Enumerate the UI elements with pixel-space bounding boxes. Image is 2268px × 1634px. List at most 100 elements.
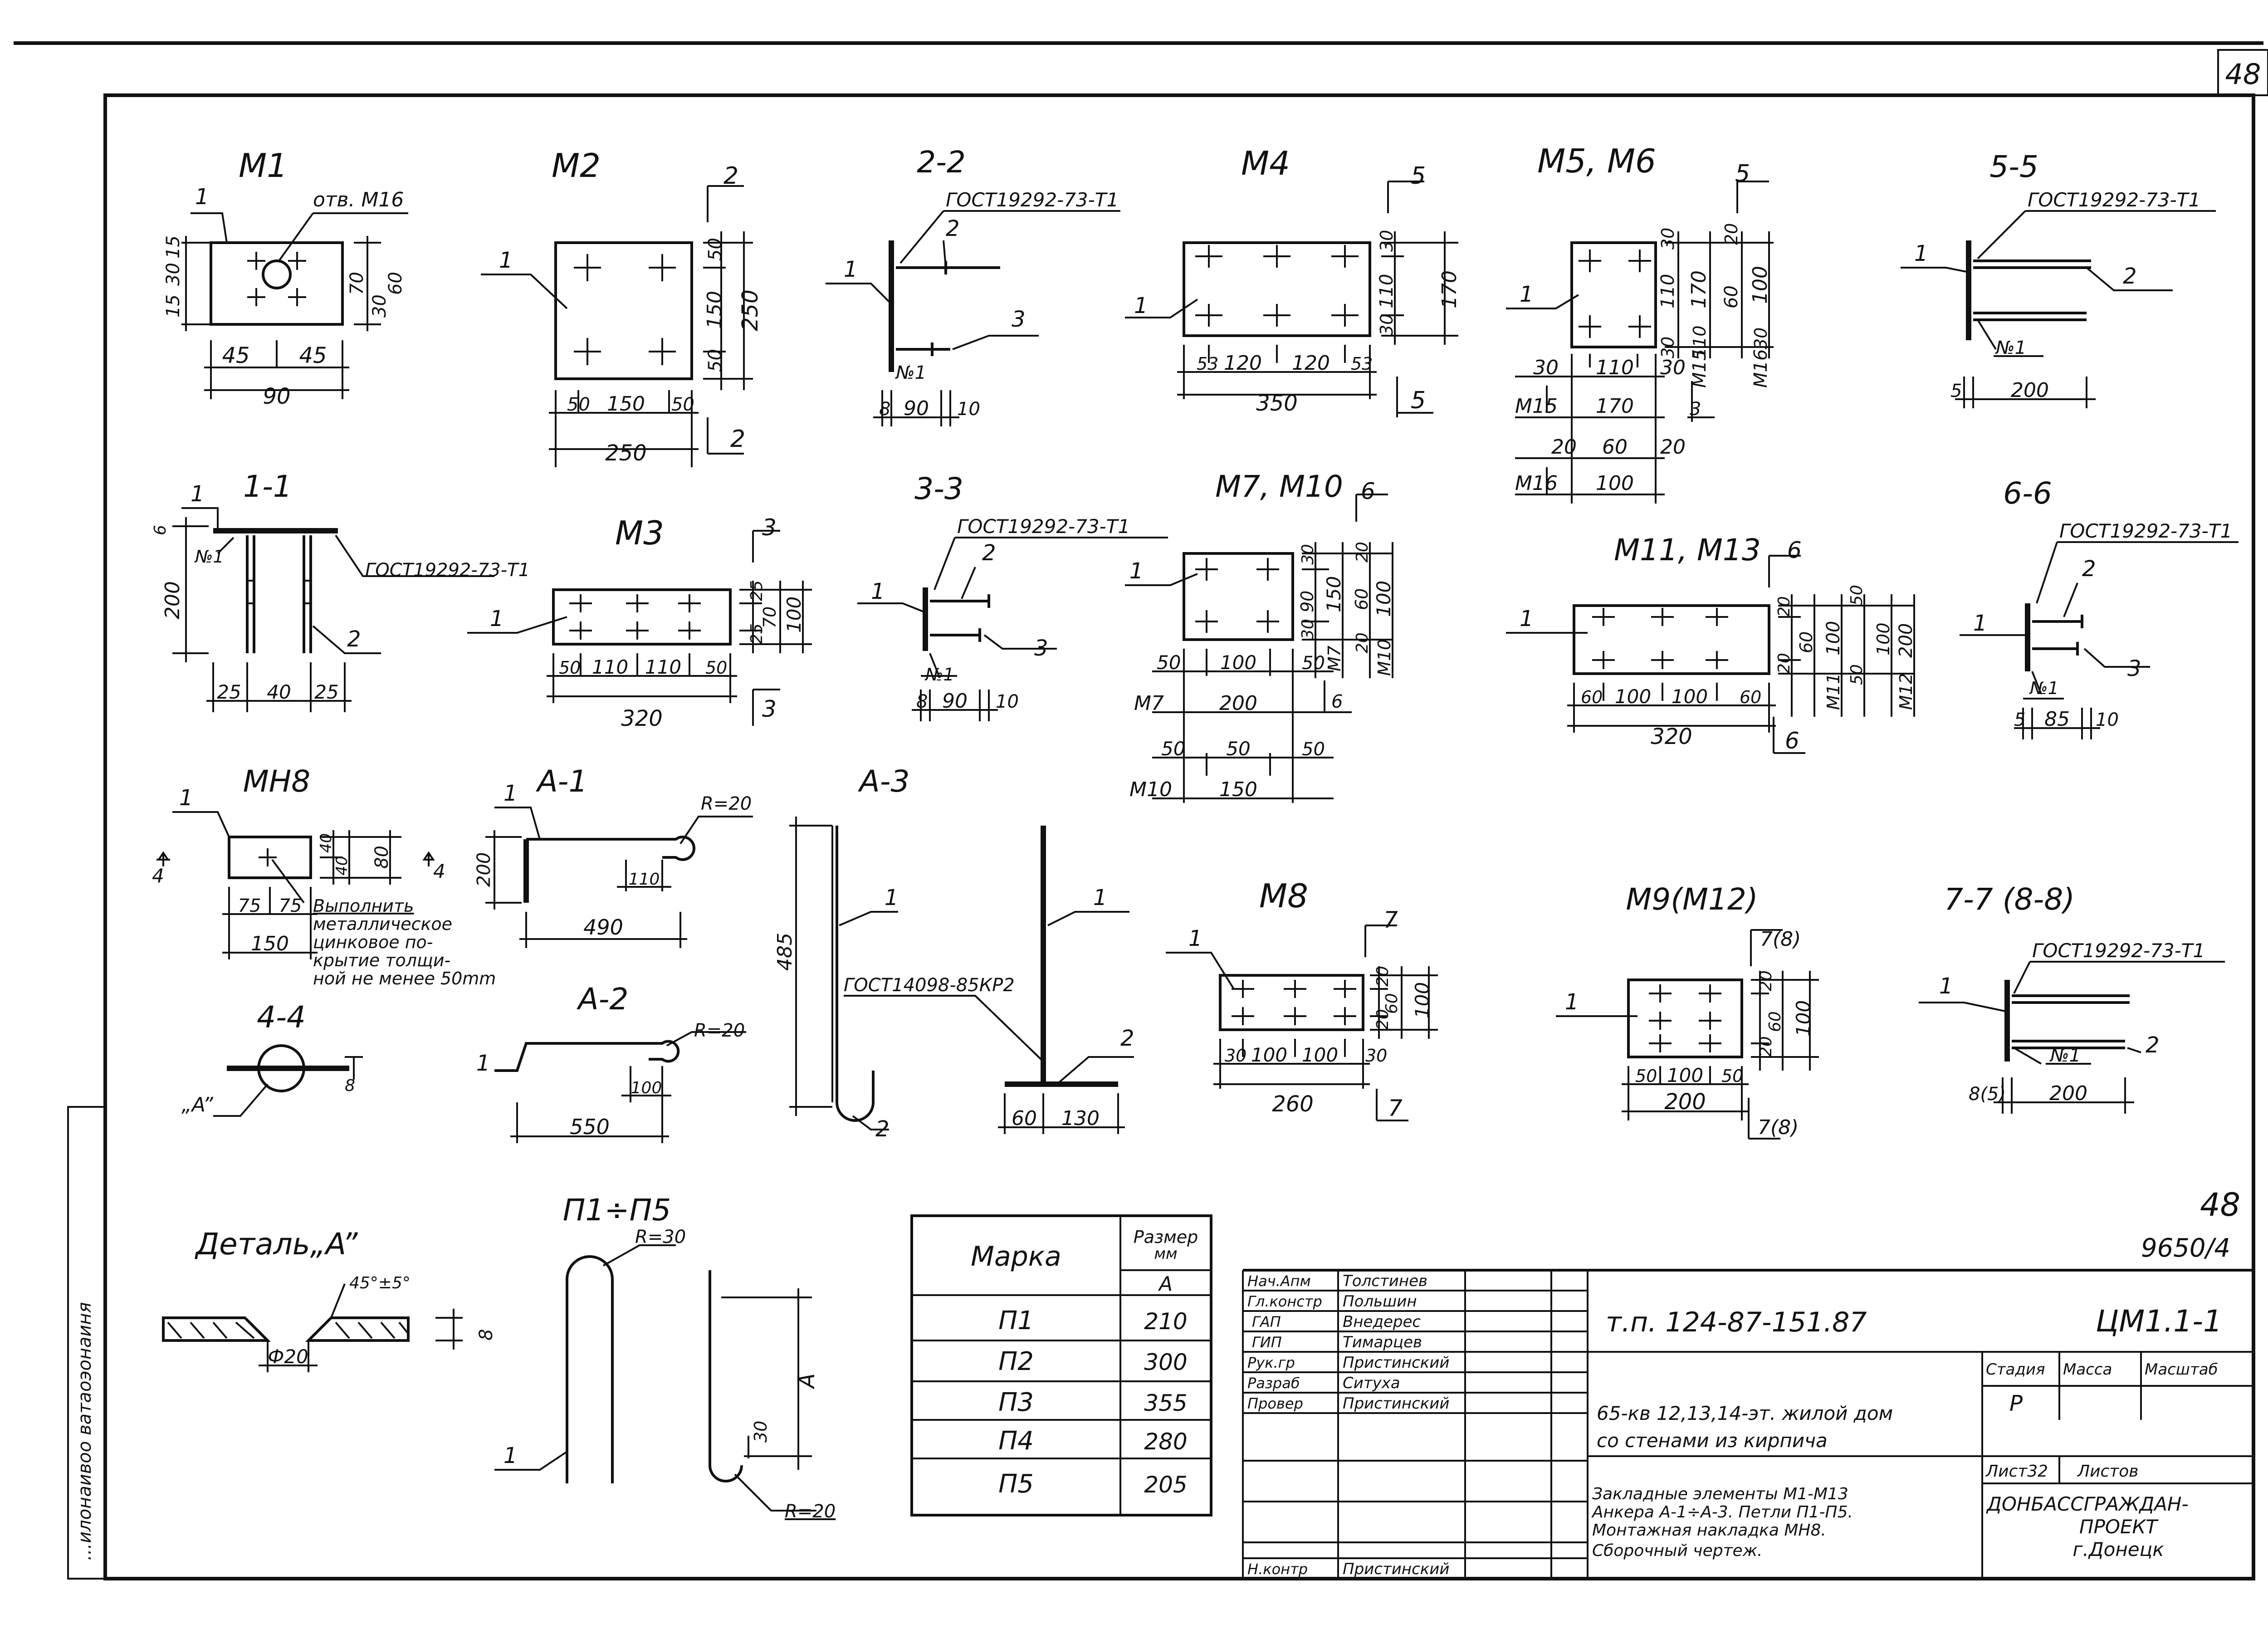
svg-text:Пристинский: Пристинский (1343, 1394, 1450, 1413)
svg-text:20: 20 (1721, 223, 1741, 245)
svg-text:150: 150 (1323, 576, 1345, 612)
svg-text:50: 50 (1302, 653, 1325, 674)
svg-text:1: 1 (1188, 926, 1202, 951)
svg-text:Внедерес: Внедерес (1343, 1313, 1421, 1331)
svg-text:2: 2 (946, 216, 960, 241)
svg-text:1: 1 (1565, 989, 1579, 1015)
part-m11-m13: M11, M13 1 6 20 60 20 100 50 100 50 200 … (1506, 533, 1916, 754)
svg-text:50: 50 (1848, 664, 1866, 685)
part-m1: M1 45 45 90 15 30 15 70 30 60 отв. М16 1 (163, 147, 408, 409)
project-number: т.п. 124-87-151.87 (1606, 1306, 1867, 1338)
svg-text:260: 260 (1272, 1091, 1314, 1117)
svg-text:90: 90 (904, 397, 929, 420)
svg-text:100: 100 (1251, 1044, 1287, 1066)
svg-text:110: 110 (1690, 325, 1710, 358)
svg-text:1: 1 (503, 781, 518, 806)
svg-text:40: 40 (317, 833, 335, 853)
table-header-mark: Марка (971, 1241, 1061, 1272)
svg-text:Сборочный чертеж.: Сборочный чертеж. (1592, 1541, 1763, 1560)
svg-text:1: 1 (1093, 885, 1107, 910)
title-7-7: 7-7 (8-8) (1944, 882, 2075, 917)
svg-text:6: 6 (1331, 691, 1343, 712)
svg-text:2: 2 (730, 426, 745, 453)
svg-text:170: 170 (1687, 270, 1711, 308)
svg-text:5: 5 (1411, 387, 1426, 414)
svg-text:65-кв 12,13,14-эт. жилой дом: 65-кв 12,13,14-эт. жилой дом (1597, 1402, 1893, 1424)
side-stamp: ...илонаивоо ватаоэонаиня (74, 1302, 95, 1561)
svg-text:550: 550 (570, 1115, 610, 1139)
svg-text:R=20: R=20 (694, 1020, 745, 1041)
svg-text:Листов: Листов (2077, 1462, 2138, 1481)
svg-text:110: 110 (1596, 356, 1634, 379)
svg-text:1: 1 (1939, 974, 1953, 999)
svg-text:ной не менее 50mm: ной не менее 50mm (313, 969, 496, 988)
section-1-1: 1-1 1 №1 ГОСТ19292-73-Т1 2 200 6 25 40 2… (151, 469, 530, 712)
svg-text:M16: M16 (1750, 349, 1771, 388)
svg-text:100: 100 (1596, 472, 1634, 495)
svg-text:г.Донецк: г.Донецк (2072, 1538, 2164, 1561)
title-m2: M2 (552, 147, 601, 185)
svg-text:490: 490 (583, 915, 623, 939)
title-m4: M4 (1241, 144, 1290, 182)
svg-text:50: 50 (559, 658, 581, 678)
svg-text:120: 120 (1292, 352, 1330, 375)
svg-text:3: 3 (762, 696, 777, 722)
svg-text:150: 150 (1219, 778, 1257, 801)
svg-text:№1: №1 (194, 547, 224, 567)
zinc-coating-note: Выполнить металлическое цинковое по- кры… (313, 896, 496, 988)
svg-text:50: 50 (705, 238, 726, 261)
svg-text:60: 60 (1721, 285, 1742, 308)
svg-text:П3: П3 (998, 1388, 1034, 1417)
title-a1: A-1 (536, 764, 588, 799)
part-m2: M2 1 50 150 50 250 50 150 50 250 2 2 (481, 147, 763, 467)
title-6-6: 6-6 (2003, 476, 2052, 511)
loop-size-table: Марка Размер мм A П1 210 П2 300 П3 355 П… (910, 1214, 1212, 1517)
svg-text:Тимарцев: Тимарцев (1343, 1333, 1422, 1351)
svg-text:7: 7 (1383, 907, 1398, 933)
svg-text:45°±5°: 45°±5° (349, 1274, 411, 1292)
svg-text:200: 200 (161, 581, 184, 619)
svg-text:170: 170 (1438, 270, 1461, 308)
svg-text:200: 200 (1896, 623, 1916, 658)
svg-text:30: 30 (1377, 230, 1397, 252)
svg-text:30: 30 (1751, 328, 1771, 349)
svg-text:75: 75 (238, 895, 261, 916)
svg-text:70: 70 (760, 607, 780, 628)
part-m3: M3 1 50 110 110 50 320 25 70 25 100 3 3 (467, 514, 812, 731)
svg-text:№1: №1 (1995, 338, 2026, 358)
svg-text:1: 1 (885, 885, 899, 910)
svg-text:30: 30 (1533, 356, 1559, 379)
svg-text:20: 20 (1353, 632, 1372, 653)
svg-text:30: 30 (163, 263, 184, 286)
svg-text:ГОСТ19292-73-Т1: ГОСТ19292-73-Т1 (2028, 189, 2200, 211)
svg-text:15: 15 (163, 294, 184, 318)
svg-text:60: 60 (1383, 993, 1401, 1014)
anchor-a3: A-3 1 2 485 1 2 ГОСТ14098-85КР2 60 130 (773, 764, 1134, 1142)
svg-text:50: 50 (1226, 738, 1250, 760)
svg-text:20: 20 (1551, 435, 1577, 459)
svg-text:110: 110 (1376, 274, 1397, 308)
title-m8: M8 (1259, 877, 1308, 915)
title-m9-m12: M9(M12) (1626, 882, 1758, 917)
title-m11-m13: M11, M13 (1614, 533, 1761, 567)
svg-text:40: 40 (267, 681, 291, 703)
svg-text:50: 50 (1161, 738, 1185, 760)
svg-text:3: 3 (762, 514, 777, 541)
svg-text:M10: M10 (1129, 778, 1172, 801)
svg-text:200: 200 (2011, 379, 2049, 402)
svg-text:110: 110 (629, 870, 660, 889)
svg-text:M11: M11 (1823, 673, 1843, 710)
svg-text:Лист32: Лист32 (1985, 1462, 2048, 1481)
part-m7-m10: M7, M10 1 6 30 90 30 150 20 60 20 100 M7… (1125, 469, 1395, 803)
svg-text:4: 4 (152, 865, 164, 887)
svg-text:90: 90 (263, 384, 290, 409)
svg-text:50: 50 (705, 349, 726, 372)
svg-text:Масштаб: Масштаб (2145, 1360, 2218, 1379)
svg-text:Р: Р (2009, 1391, 2023, 1416)
svg-text:90: 90 (942, 690, 968, 713)
svg-text:M7: M7 (1325, 646, 1344, 671)
part-mn8: MH8 1 4 4 40 40 80 75 75 150 Выполнить м… (152, 764, 496, 988)
svg-text:Н.контр: Н.контр (1247, 1561, 1308, 1578)
svg-text:100: 100 (631, 1079, 662, 1097)
part-m4: M4 1 53 120 120 53 350 30 110 30 170 5 5 (1125, 144, 1461, 417)
